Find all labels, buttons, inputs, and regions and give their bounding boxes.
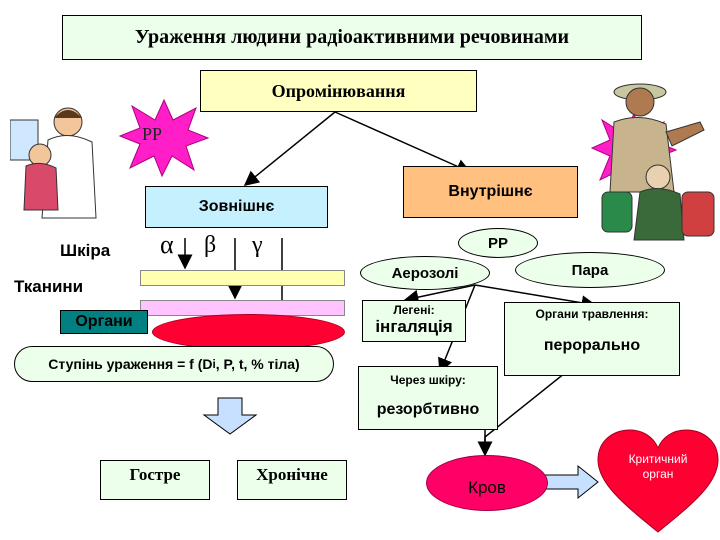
digestive-route: перорально [543, 337, 641, 354]
aerosols-ellipse: Аерозолі [360, 256, 490, 290]
rr-internal-label: РР [487, 234, 508, 252]
title-text: Ураження людини радіоактивними речовинам… [134, 26, 570, 48]
blood-label: Кров [468, 478, 506, 497]
acute-label: Гостре [129, 465, 181, 484]
degree-formula-pre: Ступінь ураження = f (D [48, 356, 213, 372]
organs-label: Органи [75, 313, 133, 330]
organ-ellipse [152, 314, 345, 350]
skin-route-value: резорбтивно [376, 401, 480, 418]
tissues-label: Тканини [14, 277, 84, 296]
vapor-ellipse: Пара [515, 252, 665, 288]
doctor-illustration [10, 107, 97, 219]
internal-box: Внутрішнє [403, 166, 578, 218]
rr-left-label: РР [142, 124, 163, 144]
critical-organ-line2: орган [642, 467, 674, 481]
degree-formula-post: , P, t, % тіла) [215, 356, 300, 372]
irradiation-box: Опромінювання [200, 70, 477, 112]
external-box: Зовнішнє [145, 186, 328, 228]
chronic-label: Хронічне [256, 465, 328, 484]
lungs-label: Легені: [393, 303, 435, 317]
heart-icon [597, 429, 719, 533]
digestive-box: Органи травлення: перорально [504, 302, 680, 376]
soldiers-illustration [601, 83, 715, 241]
critical-organ-line1: Критичний [628, 452, 688, 466]
skin-route-label: Через шкіру: [390, 373, 466, 387]
skin-bar [140, 270, 345, 286]
lungs-box: Легені: інгаляція [362, 300, 466, 342]
chronic-box: Хронічне [237, 460, 347, 500]
aerosols-label: Аерозолі [391, 264, 459, 282]
alpha-symbol: α [160, 230, 174, 259]
vapor-label: Пара [571, 261, 609, 279]
gamma-symbol: γ [252, 232, 263, 258]
beta-symbol: β [204, 232, 217, 258]
skin-label: Шкіра [60, 241, 111, 260]
rr-internal-ellipse: РР [458, 228, 538, 258]
rr-star-left [118, 98, 210, 178]
organs-box: Органи [60, 310, 148, 334]
external-label: Зовнішнє [198, 198, 275, 215]
digestive-label: Органи травлення: [535, 307, 649, 321]
lungs-route: інгаляція [375, 317, 453, 336]
critical-organ-label: Критичний орган [606, 452, 710, 482]
blood-ellipse: Кров [426, 455, 548, 511]
title-box: Ураження людини радіоактивними речовинам… [62, 15, 642, 60]
internal-label: Внутрішнє [448, 183, 533, 200]
irradiation-text: Опромінювання [271, 80, 406, 101]
skin-route-box: Через шкіру: резорбтивно [358, 366, 498, 430]
acute-box: Гостре [100, 460, 210, 500]
degree-formula-sub: i [212, 357, 216, 371]
